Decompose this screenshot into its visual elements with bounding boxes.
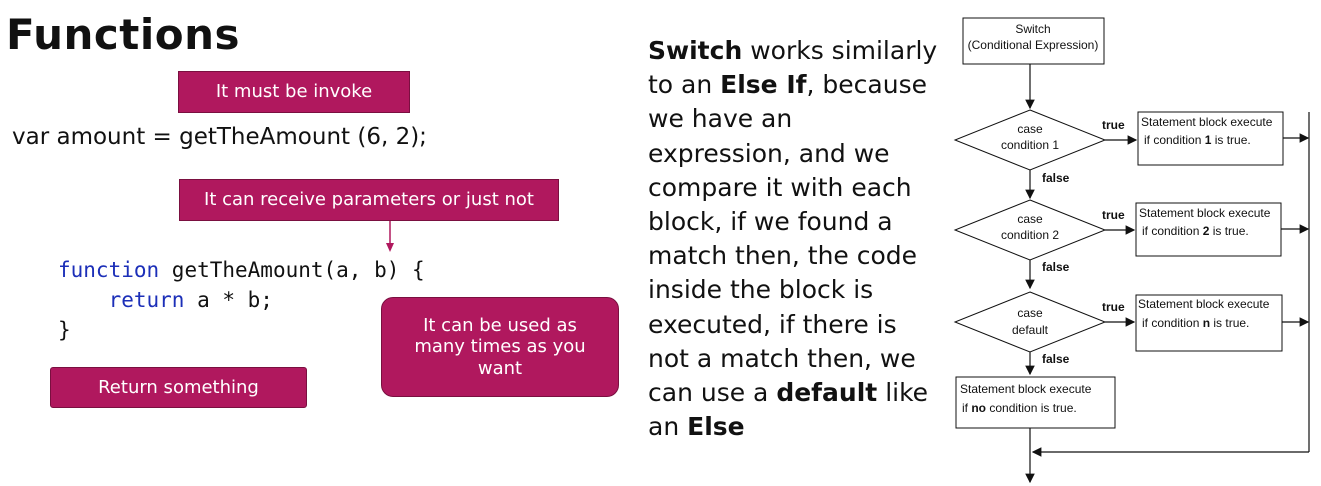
case1-label: case: [1017, 122, 1043, 136]
callout-return: Return something: [50, 367, 307, 408]
prose-text: , because we have an expression, and we …: [648, 70, 927, 408]
block4-line1: Statement block execute: [960, 382, 1092, 396]
code-line-1: function getTheAmount(a, b) {: [58, 258, 425, 282]
default-keyword: default: [776, 378, 878, 408]
block2-pre: if condition: [1142, 224, 1203, 238]
else-keyword: Else: [687, 412, 745, 442]
code-line-3: }: [58, 318, 71, 342]
page-title: Functions: [6, 10, 241, 59]
block4-num: no: [971, 401, 986, 415]
block2-post: is true.: [1209, 224, 1248, 238]
statement-block-3: [1135, 294, 1283, 352]
block2-line1: Statement block execute: [1139, 206, 1271, 220]
block2-line2: if condition 2 is true.: [1142, 224, 1249, 238]
switch-keyword: Switch: [648, 36, 743, 65]
code-text: a * b;: [184, 288, 273, 312]
true-label-1: true: [1102, 118, 1125, 132]
false-label-2: false: [1042, 260, 1070, 274]
case2-sublabel: condition 2: [1001, 228, 1059, 242]
block4-pre: if: [962, 401, 971, 415]
callout-pointer: [386, 221, 394, 252]
switch-explanation: Switch works similarly to an Else If, be…: [648, 34, 940, 444]
block3-pre: if condition: [1142, 316, 1203, 330]
block1-line1: Statement block execute: [1141, 115, 1273, 129]
case3-label: case: [1017, 306, 1043, 320]
statement-block-2: [1135, 202, 1282, 257]
switch-box: [962, 17, 1105, 65]
case3-sublabel: default: [1012, 323, 1049, 337]
code-text: getTheAmount(a, b) {: [159, 258, 425, 282]
callout-parameters: It can receive parameters or just not: [179, 179, 559, 221]
switch-box-label: Switch: [1015, 22, 1050, 36]
block3-num: n: [1203, 316, 1210, 330]
statement-block-1: [1137, 111, 1284, 166]
case2-label: case: [1017, 212, 1043, 226]
true-label-2: true: [1102, 208, 1125, 222]
call-line: var amount = getTheAmount (6, 2);: [12, 124, 427, 150]
case1-sublabel: condition 1: [1001, 138, 1059, 152]
keyword-return: return: [108, 288, 185, 312]
block1-line2: if condition 1 is true.: [1144, 133, 1251, 147]
block3-post: is true.: [1210, 316, 1249, 330]
prose-text: like an: [648, 378, 929, 442]
code-block: function getTheAmount(a, b) { return a *…: [58, 258, 425, 342]
callout-invoke: It must be invoke: [178, 71, 410, 113]
block4-line2: if no condition is true.: [962, 401, 1077, 415]
block2-num: 2: [1203, 224, 1210, 238]
block3-line1: Statement block execute: [1138, 297, 1270, 311]
true-label-3: true: [1102, 300, 1125, 314]
case-default-diamond: [953, 291, 1107, 353]
block1-pre: if condition: [1144, 133, 1205, 147]
keyword-function: function: [58, 258, 160, 282]
code-line-2: return a * b;: [58, 288, 425, 312]
callout-reuse: It can be used as many times as you want: [381, 297, 619, 397]
statement-block-default: [955, 376, 1116, 429]
block4-post: condition is true.: [986, 401, 1077, 415]
false-label-3: false: [1042, 352, 1070, 366]
block1-num: 1: [1205, 133, 1212, 147]
prose-text: works similarly to an: [648, 36, 938, 100]
false-label-1: false: [1042, 171, 1070, 185]
else-if-keyword: Else If: [720, 70, 807, 100]
switch-box-sublabel: (Conditional Expression): [968, 38, 1099, 52]
block3-line2: if condition n is true.: [1142, 316, 1249, 330]
block1-post: is true.: [1211, 133, 1250, 147]
